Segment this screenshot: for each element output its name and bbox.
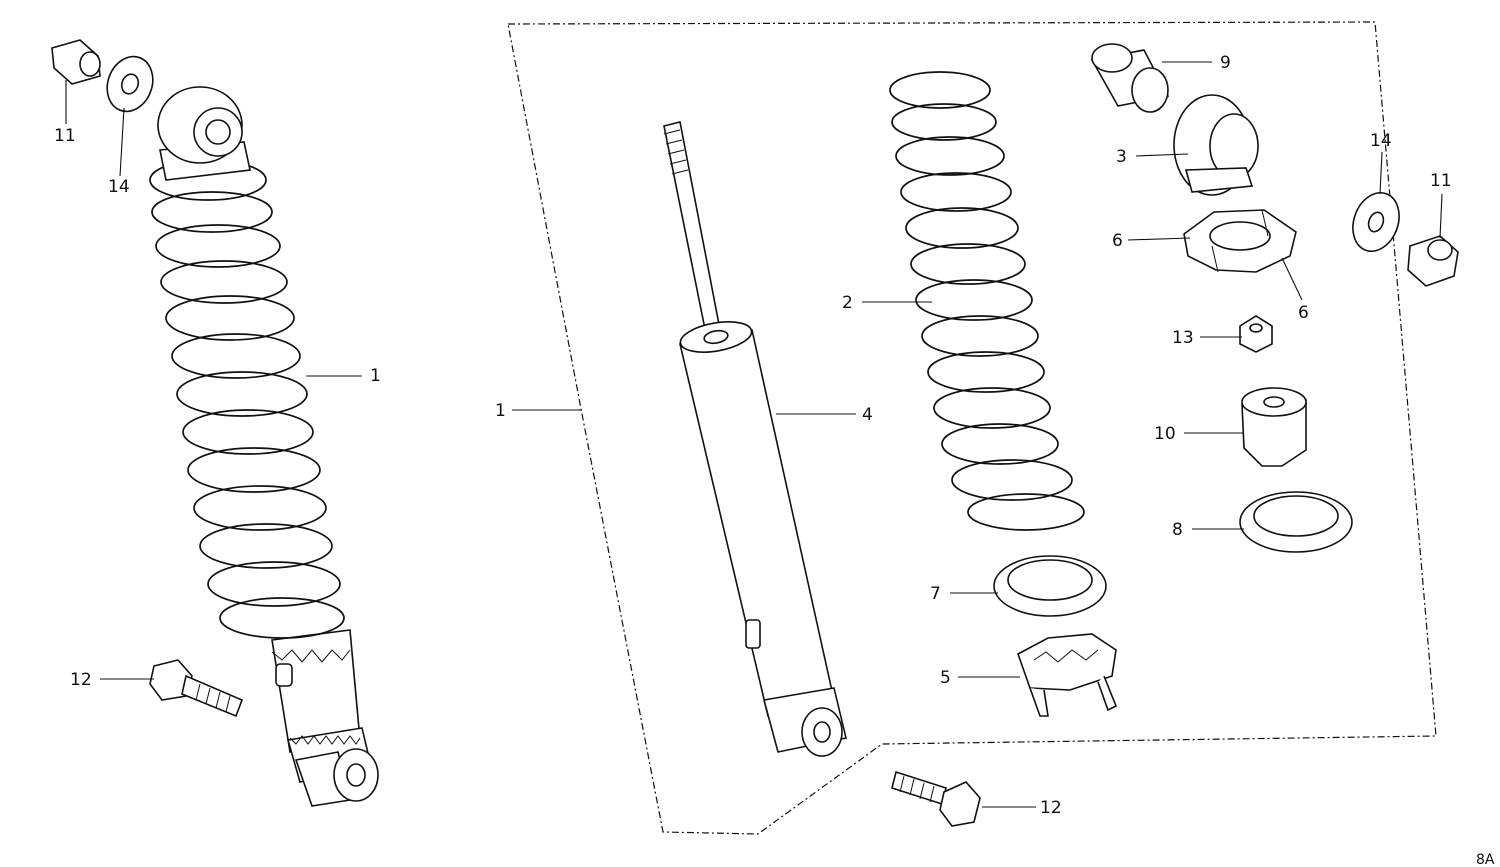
upper-joint	[1173, 94, 1259, 196]
bushing	[1090, 43, 1170, 113]
damper-unit	[663, 121, 847, 757]
lock-nut	[1239, 315, 1273, 353]
kit-boundary-outline	[507, 21, 1437, 835]
callout-12-right: 12	[1040, 798, 1062, 818]
assembled-spring-coils	[149, 159, 345, 639]
bolt-left	[149, 659, 244, 718]
cap-nut-left	[51, 39, 101, 85]
spring-seat-upper	[1239, 491, 1353, 553]
callout-11-left: 11	[54, 126, 76, 146]
leader-lines	[65, 61, 1443, 808]
callout-1-kit: 1	[495, 401, 506, 421]
washer-left	[106, 55, 154, 113]
callout-11-right: 11	[1430, 171, 1452, 191]
callout-10: 10	[1154, 424, 1176, 444]
callout-2: 2	[842, 293, 853, 313]
stopper-rubber	[1241, 387, 1307, 467]
callout-6-upper: 6	[1112, 231, 1123, 251]
callout-14-right: 14	[1370, 131, 1392, 151]
assembled-shock-absorber	[149, 86, 379, 807]
callout-5: 5	[940, 668, 951, 688]
callout-3: 3	[1116, 147, 1127, 167]
callout-labels: 11 14 1 12 1 4 2 9 3 6 6 13 10 8 7 5 12 …	[54, 53, 1495, 867]
callout-1-left: 1	[370, 366, 381, 386]
spring-stopper-collar	[1183, 209, 1297, 273]
cap-nut-right	[1407, 235, 1459, 287]
callout-12-left: 12	[70, 670, 92, 690]
callout-13: 13	[1172, 328, 1194, 348]
washer-right	[1352, 192, 1400, 252]
spring-adjuster	[1017, 633, 1118, 717]
callout-6-lower: 6	[1298, 303, 1309, 323]
callout-7: 7	[930, 584, 941, 604]
callout-8: 8	[1172, 520, 1183, 540]
corner-code: 8A	[1476, 852, 1495, 867]
spring-seat-lower	[993, 555, 1107, 617]
callout-4: 4	[862, 405, 873, 425]
callout-14-left: 14	[108, 177, 130, 197]
bolt-right	[891, 770, 981, 827]
coil-spring	[889, 71, 1085, 531]
callout-9: 9	[1220, 53, 1231, 73]
